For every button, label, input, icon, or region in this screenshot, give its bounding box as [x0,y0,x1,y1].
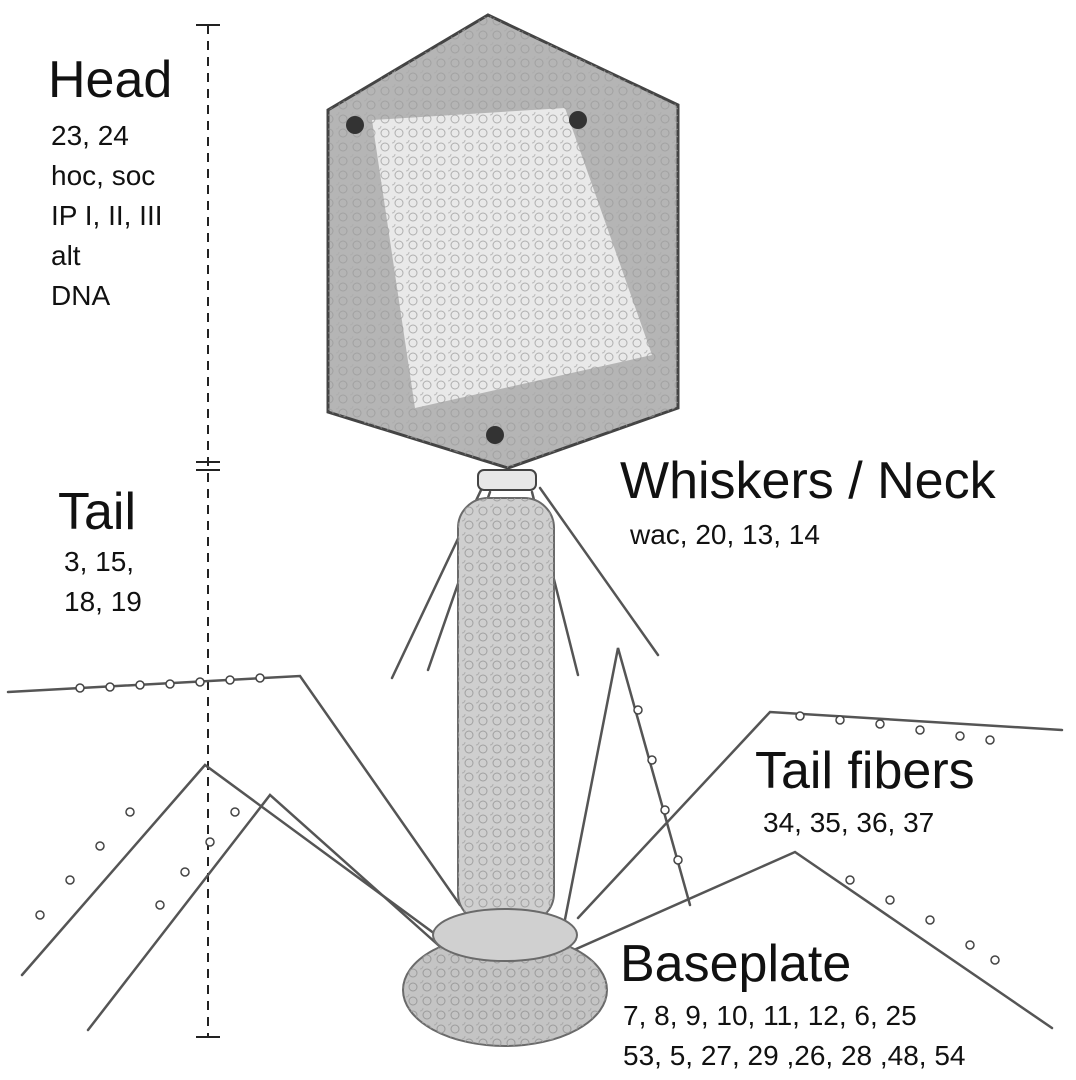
head-line: DNA [51,280,111,311]
whiskers-title: Whiskers / Neck [620,452,996,510]
head-title: Head [48,51,173,109]
baseplate-line: 53, 5, 27, 29 ,26, 28 ,48, 54 [623,1040,966,1071]
baseplate [402,908,608,1047]
tail-fibers-title: Tail fibers [755,742,975,800]
head-line: hoc, soc [51,160,156,191]
tail-sheath [457,497,555,924]
neck-collar [477,469,537,491]
tail-line: 3, 15, [64,546,135,577]
baseplate-title: Baseplate [620,935,852,993]
tail-fibers-line: 34, 35, 36, 37 [763,807,935,838]
tail-fibers-label: Tail fibers 34, 35, 36, 37 [755,745,975,843]
whiskers-label: Whiskers / Neck wac, 20, 13, 14 [620,455,996,555]
baseplate-label: Baseplate 7, 8, 9, 10, 11, 12, 6, 25 53,… [620,938,966,1076]
fiber-beads [35,673,1000,965]
tail-title: Tail [58,483,137,541]
whiskers-line: wac, 20, 13, 14 [630,519,820,550]
head-line: alt [51,240,81,271]
head-line: 23, 24 [51,120,129,151]
head-capsid [326,13,680,470]
baseplate-line: 7, 8, 9, 10, 11, 12, 6, 25 [623,1000,917,1031]
head-label: Head 23, 24 hoc, soc IP I, II, III alt D… [48,54,172,316]
tail-line: 18, 19 [64,586,142,617]
scale-bar [196,24,220,1038]
head-line: IP I, II, III [51,200,163,231]
tail-label: Tail 3, 15, 18, 19 [58,486,142,622]
